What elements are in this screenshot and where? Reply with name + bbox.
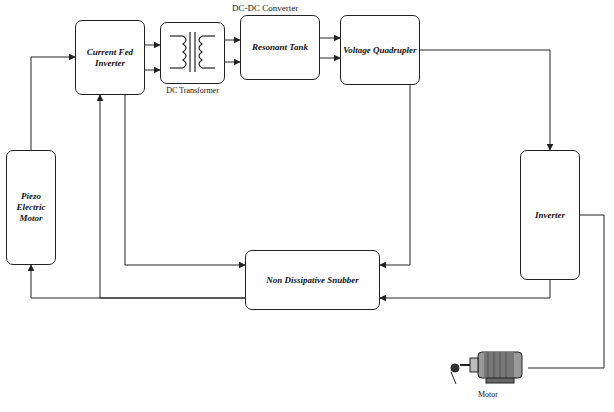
connector bbox=[100, 95, 245, 298]
transformer-symbol bbox=[170, 32, 215, 72]
connector bbox=[125, 95, 245, 265]
connector bbox=[145, 70, 160, 71]
node-label: Resonant Tank bbox=[252, 42, 308, 53]
connector bbox=[380, 280, 550, 298]
process-box: Non Dissipative Snubber bbox=[245, 250, 380, 310]
connector bbox=[320, 58, 340, 59]
connector bbox=[225, 62, 240, 63]
connector bbox=[31, 265, 245, 298]
connector bbox=[145, 45, 160, 46]
diagram-title: DC-DC Converter bbox=[232, 3, 298, 13]
process-box: Resonant Tank bbox=[240, 15, 320, 80]
process-box: Inverter bbox=[520, 150, 580, 280]
node-label: Voltage Quadrupler bbox=[343, 45, 416, 56]
node-label: Non Dissipative Snubber bbox=[266, 275, 359, 286]
connector bbox=[225, 40, 240, 41]
motor-picture bbox=[451, 352, 522, 384]
process-box: Voltage Quadrupler bbox=[340, 15, 420, 85]
node-label: Motor bbox=[448, 390, 528, 400]
node-label: Inverter bbox=[535, 210, 565, 221]
connector bbox=[31, 57, 75, 150]
node-label: Current Fed Inverter bbox=[78, 47, 142, 69]
node-label: Piezo Electric Motor bbox=[9, 191, 53, 223]
node-label: DC Transformer bbox=[151, 86, 234, 96]
connector bbox=[320, 38, 340, 39]
motor-node: Motor bbox=[448, 346, 528, 400]
connector bbox=[380, 85, 410, 265]
process-box: Piezo Electric Motor bbox=[6, 150, 56, 265]
connector bbox=[420, 50, 550, 150]
transformer-box: DC Transformer bbox=[160, 22, 225, 84]
process-box: Current Fed Inverter bbox=[75, 20, 145, 95]
